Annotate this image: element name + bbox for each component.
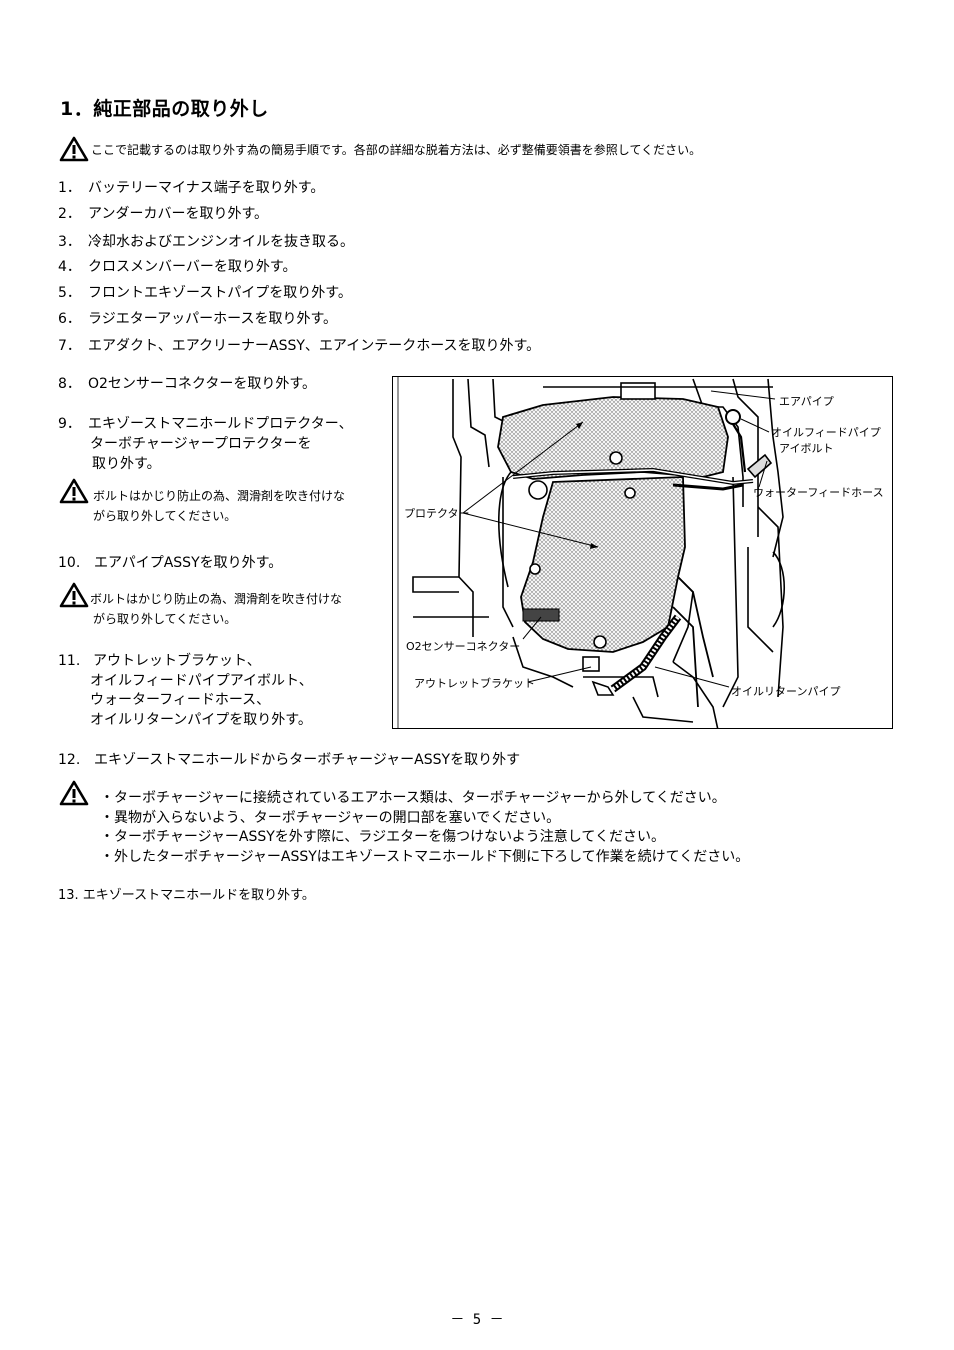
step-9-note-2: がら取り外してください。 [93, 509, 237, 523]
step-4: 4．クロスメンバーバーを取り外す。 [58, 259, 297, 275]
step-10-note-1: ボルトはかじり防止の為、潤滑剤を吹き付けな [90, 592, 343, 606]
warning-icon [59, 582, 89, 608]
step-8: 8．O2センサーコネクターを取り外す。 [58, 376, 316, 392]
engine-illustration [397, 377, 786, 728]
page-number: － 5 － [450, 1312, 504, 1328]
step-11-line-2: オイルフィードパイプアイボルト、 [90, 673, 313, 689]
step-9-line-2: ターボチャージャープロテクターを [90, 436, 312, 452]
turbo-diagram: エアパイプ オイルフィードパイプ アイボルト ウォーターフィードホース プロテク… [392, 376, 893, 729]
step-9-note-1: ボルトはかじり防止の為、潤滑剤を吹き付けな [93, 489, 346, 503]
step-11: 11.アウトレットブラケット、 [58, 653, 261, 669]
label-outlet-bracket: アウトレットブラケット [414, 677, 535, 690]
label-air-pipe: エアパイプ [779, 395, 834, 408]
step-2: 2．アンダーカバーを取り外す。 [58, 206, 269, 222]
warning-icon [59, 780, 89, 806]
step-10-note-2: がら取り外してください。 [93, 612, 237, 626]
step-3: 3．冷却水およびエンジンオイルを抜き取る。 [58, 234, 354, 250]
step-12-note-2: ・異物が入らないよう、ターボチャージャーの開口部を塞いでください。 [100, 810, 561, 826]
step-11-line-4: オイルリターンパイプを取り外す。 [90, 712, 312, 728]
step-11-line-3: ウォーターフィードホース、 [90, 692, 271, 708]
label-protector: プロテクター [404, 507, 470, 520]
step-12-note-1: ・ターボチャージャーに接続されているエアホース類は、ターボチャージャーから外して… [100, 790, 726, 806]
step-6: 6．ラジエターアッパーホースを取り外す。 [58, 311, 338, 327]
label-water-feed-hose: ウォーターフィードホース [753, 486, 884, 499]
step-9: 9．エキゾーストマニホールドプロテクター、 [58, 416, 353, 432]
step-12-note-4: ・外したターボチャージャーASSYはエキゾーストマニホールド下側に下ろして作業を… [100, 849, 750, 865]
label-o2-connector: O2センサーコネクター [406, 640, 521, 653]
step-9-line-3: 取り外す。 [92, 456, 161, 472]
step-7: 7．エアダクト、エアクリーナーASSY、エアインテークホースを取り外す。 [58, 338, 541, 354]
step-12: 12.エキゾーストマニホールドからターボチャージャーASSYを取り外す [58, 752, 521, 768]
step-5: 5．フロントエキゾーストパイプを取り外す。 [58, 285, 352, 301]
step-10: 10.エアパイプASSYを取り外す。 [58, 555, 283, 571]
step-12-note-3: ・ターボチャージャーASSYを外す際に、ラジエターを傷つけないよう注意してくださ… [100, 829, 665, 845]
intro-note: ここで記載するのは取り外す為の簡易手順です。各部の詳細な脱着方法は、必ず整備要領… [91, 143, 702, 157]
step-1: 1．バッテリーマイナス端子を取り外す。 [58, 180, 325, 196]
label-oil-feed-pipe: オイルフィードパイプ [771, 426, 881, 439]
page-title: 1．純正部品の取り外し [60, 98, 269, 120]
step-13: 13. エキゾーストマニホールドを取り外す。 [58, 888, 315, 903]
label-oil-return-pipe: オイルリターンパイプ [731, 685, 841, 698]
warning-icon [59, 478, 89, 504]
label-eyebolt: アイボルト [779, 442, 834, 455]
warning-icon [59, 136, 89, 162]
